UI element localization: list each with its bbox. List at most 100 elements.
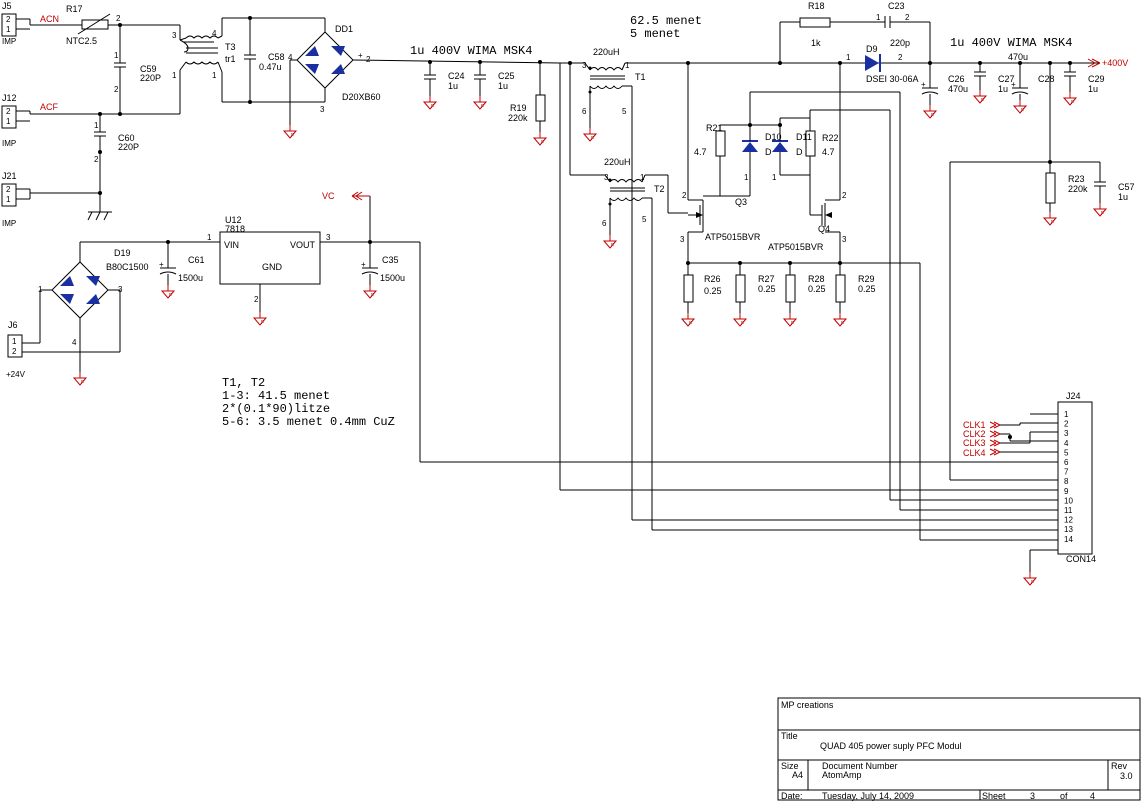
c61-value: 1500u <box>178 273 203 283</box>
d10-ref: D10 <box>765 132 782 142</box>
d19-value: B80C1500 <box>106 262 149 272</box>
svg-text:2: 2 <box>254 295 259 304</box>
net-clk2: CLK2 <box>963 429 986 439</box>
c28-value: 470u <box>1008 52 1028 62</box>
c23-value: 220p <box>890 38 910 48</box>
c60-value: 220P <box>118 142 139 152</box>
note-wima-2: 1u 400V WIMA MSK4 <box>950 36 1072 50</box>
title-block: MP creations Title QUAD 405 power suply … <box>777 697 1141 801</box>
svg-text:3: 3 <box>118 285 123 294</box>
j5-label: IMP <box>2 37 16 46</box>
d9-value: DSEI 30-06A <box>866 74 919 84</box>
j24-pin-label: 7 <box>1064 468 1069 477</box>
t3-value: tr1 <box>225 54 236 64</box>
mosfet-q4: 2 3 Q4 ATP5015BVR <box>768 63 847 252</box>
svg-text:3: 3 <box>842 235 847 244</box>
r22-ref: R22 <box>822 133 839 143</box>
c35-value: 1500u <box>380 273 405 283</box>
svg-text:2: 2 <box>682 191 687 200</box>
note-t-4: 5-6: 3.5 menet 0.4mm CuZ <box>222 415 395 429</box>
svg-text:1: 1 <box>772 173 777 182</box>
tb-docnum: AtomAmp <box>822 770 862 780</box>
d9-ref: D9 <box>866 44 878 54</box>
tb-title: QUAD 405 power suply PFC Modul <box>820 741 962 751</box>
c57-ref: C57 <box>1118 182 1135 192</box>
c25-ref: C25 <box>498 71 515 81</box>
svg-text:3: 3 <box>172 31 177 40</box>
svg-text:3: 3 <box>326 233 331 242</box>
r28-value: 0.25 <box>808 284 826 294</box>
c24-value: 1u <box>448 81 458 91</box>
c58-ref: C58 <box>268 52 285 62</box>
j6-pin2: 2 <box>12 347 17 356</box>
svg-text:1: 1 <box>212 71 217 80</box>
note-t-2: 1-3: 41.5 menet <box>222 389 330 403</box>
connector-j21: J21 2 1 IMP <box>1 171 30 228</box>
mosfet-q3: 2 3 Q3 ATP5015BVR <box>680 191 761 244</box>
c57-value: 1u <box>1118 192 1128 202</box>
t2-value: 220uH <box>604 157 631 167</box>
tb-of-label: of <box>1060 791 1068 801</box>
j24-pin-label: 14 <box>1064 535 1073 544</box>
tb-sheet-label: Sheet <box>982 791 1006 801</box>
r27-ref: R27 <box>758 274 775 284</box>
u12-vout: VOUT <box>290 240 316 250</box>
svg-text:4: 4 <box>212 29 217 38</box>
svg-text:1: 1 <box>114 51 119 60</box>
q3-value: ATP5015BVR <box>705 232 761 242</box>
net-clk1: CLK1 <box>963 420 986 430</box>
j21-pin2: 2 <box>6 185 11 194</box>
c58-value: 0.47u <box>259 62 282 72</box>
r19-value: 220k <box>508 113 528 123</box>
j24-pin-label: 12 <box>1064 516 1073 525</box>
c24-ref: C24 <box>448 71 465 81</box>
svg-text:1: 1 <box>207 233 212 242</box>
u12-vin: VIN <box>224 240 239 250</box>
svg-text:3: 3 <box>680 235 685 244</box>
r19-ref: R19 <box>510 103 527 113</box>
inductor-t2: 220uH T2 3 1 6 5 <box>602 157 665 228</box>
r26-ref: R26 <box>704 274 721 284</box>
resistor-r28: R28 0.25 <box>783 263 826 328</box>
svg-text:1: 1 <box>640 173 645 182</box>
r21-ref: R21 <box>706 123 723 133</box>
j5-pin1: 1 <box>6 25 11 34</box>
tb-rev-label: Rev <box>1111 761 1128 771</box>
r18-ref: R18 <box>808 1 825 11</box>
connector-j12: J12 2 1 IMP <box>1 93 30 148</box>
c27-value: 1u <box>998 84 1008 94</box>
d11-value: D <box>796 147 803 157</box>
transformer-t3: 3 1 4 1 T3 tr1 <box>172 25 236 114</box>
tb-sheets: 4 <box>1090 791 1095 801</box>
tb-date: Tuesday, July 14, 2009 <box>822 791 914 801</box>
resistor-r26: R26 0.25 <box>681 263 722 328</box>
d19-ref: D19 <box>114 248 131 258</box>
note-turns-1: 62.5 menet <box>630 14 702 28</box>
tb-rev: 3.0 <box>1120 771 1133 781</box>
svg-text:6: 6 <box>582 107 587 116</box>
u12-ref: U12 <box>225 215 242 225</box>
c23-ref: C23 <box>888 1 905 11</box>
r18-value: 1k <box>811 38 821 48</box>
dd1-value: D20XB60 <box>342 92 381 102</box>
connector-j5: J5 2 1 IMP <box>1 1 30 46</box>
c59-value: 220P <box>140 73 161 83</box>
u12-value: 7818 <box>225 224 245 234</box>
r22-value: 4.7 <box>822 147 835 157</box>
clk-nets: CLK1 CLK2 CLK3 CLK4 <box>963 420 986 458</box>
tb-sheet: 3 <box>1030 791 1035 801</box>
c25-value: 1u <box>498 81 508 91</box>
bridge-d19: D19 B80C1500 1 3 4 <box>38 248 149 347</box>
net-acn: ACN <box>40 14 59 24</box>
j24-pin-label: 9 <box>1064 487 1069 496</box>
inductor-t1: 220uH T1 3 1 6 5 <box>582 47 646 116</box>
net-plus400v: +400V <box>1102 58 1128 68</box>
svg-text:2: 2 <box>366 55 371 64</box>
j24-pin-label: 4 <box>1064 439 1069 448</box>
r21-value: 4.7 <box>694 147 707 157</box>
svg-text:2: 2 <box>905 13 910 22</box>
svg-text:1: 1 <box>876 13 881 22</box>
dd1-ref: DD1 <box>335 24 353 34</box>
j21-label: IMP <box>2 219 16 228</box>
